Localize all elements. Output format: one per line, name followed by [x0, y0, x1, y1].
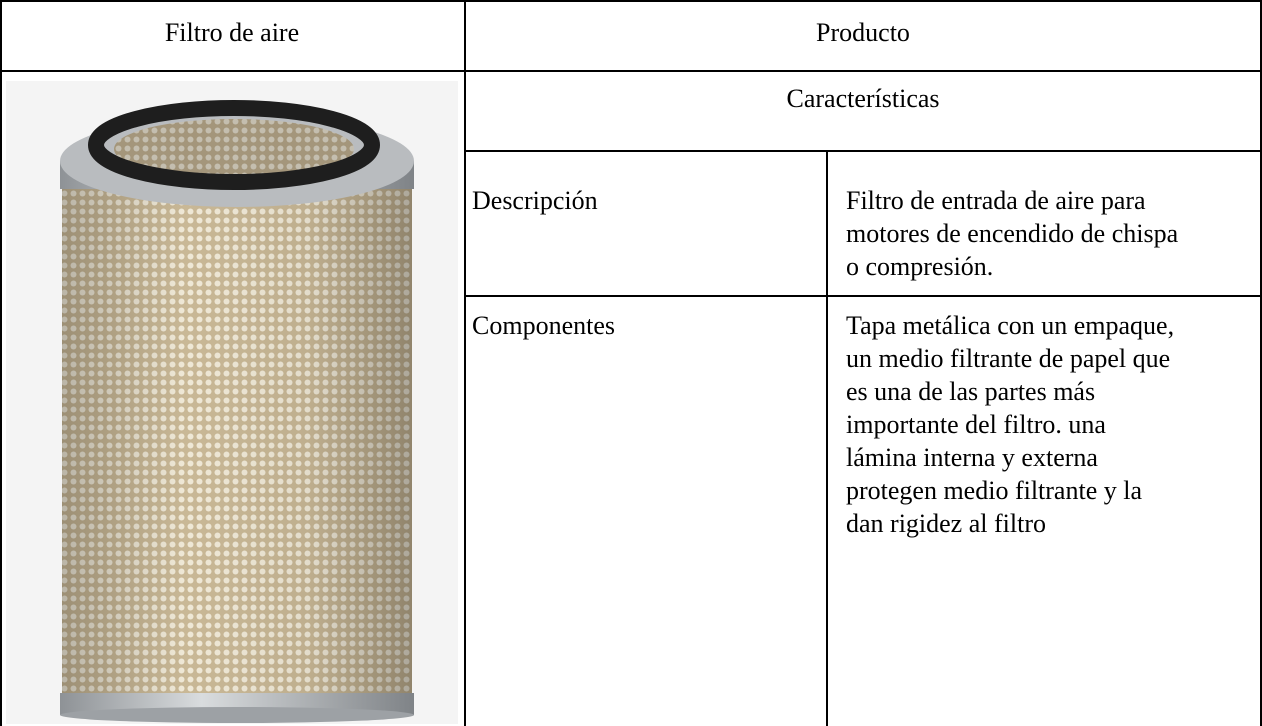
- header-left-cell: Filtro de aire: [164, 18, 300, 47]
- filter-gasket-ring: [88, 100, 380, 190]
- air-filter-illustration: [60, 100, 414, 723]
- row-label-componentes: Componentes: [472, 311, 615, 340]
- filter-bottom-edge: [60, 707, 414, 723]
- table-border-right: [1260, 0, 1262, 726]
- table-border-inner-divider: [826, 150, 828, 726]
- filter-body-shading: [62, 176, 412, 706]
- filter-inner-shadow: [114, 119, 354, 179]
- table-border-left: [0, 0, 2, 726]
- row-value-componentes: Tapa metálica con un empaque, un medio f…: [846, 311, 1175, 538]
- table-border-row1-bottom: [464, 295, 1262, 297]
- header-right-cell: Producto: [816, 18, 910, 47]
- filter-inner-mesh: [114, 119, 354, 179]
- table-border-subheader-bottom: [464, 150, 1262, 152]
- row-value-descripcion: Filtro de entrada de aire para motores d…: [846, 186, 1179, 281]
- table-border-top: [0, 0, 1262, 2]
- row-label-descripcion: Descripción: [472, 186, 598, 215]
- characteristics-heading: Características: [786, 84, 940, 113]
- air-filter-image: [6, 81, 458, 724]
- table-border-col-divider: [464, 0, 466, 726]
- table-border-header-bottom: [0, 70, 1262, 72]
